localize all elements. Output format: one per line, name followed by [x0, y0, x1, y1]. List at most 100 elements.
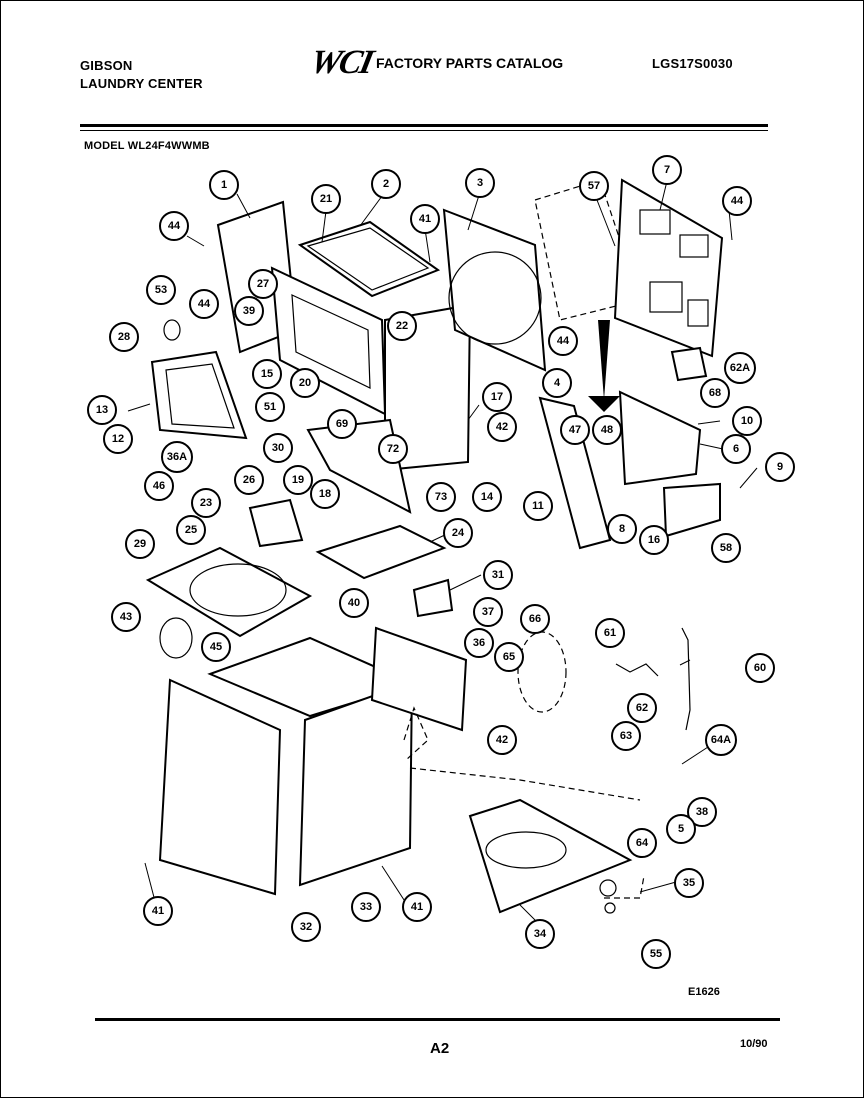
callout-41-b: 41 — [143, 896, 173, 926]
svg-text:7: 7 — [664, 164, 670, 176]
callout-44-b: 44 — [159, 211, 189, 241]
svg-text:1: 1 — [221, 179, 227, 191]
callout-32: 32 — [291, 912, 321, 942]
svg-text:44: 44 — [168, 220, 181, 232]
callout-61: 61 — [595, 618, 625, 648]
callout-27: 27 — [248, 269, 278, 299]
callout-7: 7 — [652, 155, 682, 185]
svg-text:22: 22 — [396, 320, 408, 332]
svg-text:30: 30 — [272, 442, 284, 454]
svg-text:39: 39 — [243, 305, 255, 317]
callout-10: 10 — [732, 406, 762, 436]
callout-8: 8 — [607, 514, 637, 544]
callout-2: 2 — [371, 169, 401, 199]
header-rule-thick — [80, 124, 768, 127]
callout-39: 39 — [234, 296, 264, 326]
callout-42-a: 42 — [487, 412, 517, 442]
catalog-title: FACTORY PARTS CATALOG — [376, 55, 564, 71]
svg-text:33: 33 — [360, 901, 372, 913]
callout-44-a: 44 — [722, 186, 752, 216]
svg-text:69: 69 — [336, 418, 348, 430]
svg-text:27: 27 — [257, 278, 269, 290]
svg-text:24: 24 — [452, 527, 465, 539]
callout-40: 40 — [339, 588, 369, 618]
svg-text:26: 26 — [243, 474, 255, 486]
callout-15: 15 — [252, 359, 282, 389]
callout-63: 63 — [611, 721, 641, 751]
callout-69: 69 — [327, 409, 357, 439]
svg-text:29: 29 — [134, 538, 146, 550]
svg-text:37: 37 — [482, 606, 494, 618]
svg-text:13: 13 — [96, 404, 108, 416]
svg-text:45: 45 — [210, 641, 222, 653]
callout-24: 24 — [443, 518, 473, 548]
svg-text:9: 9 — [777, 461, 783, 473]
callout-37: 37 — [473, 597, 503, 627]
svg-text:10: 10 — [741, 415, 753, 427]
callout-bubbles: 1 21 2 3 57 7 44 44 41 27 53 44 39 22 28… — [87, 155, 795, 969]
svg-text:41: 41 — [411, 901, 423, 913]
svg-text:4: 4 — [554, 377, 561, 389]
callout-47: 47 — [560, 415, 590, 445]
callout-17: 17 — [482, 382, 512, 412]
header-rule-thin — [80, 130, 768, 131]
callout-36: 36 — [464, 628, 494, 658]
catalog-number: LGS17S0030 — [652, 56, 733, 71]
svg-text:36A: 36A — [167, 451, 187, 463]
svg-text:62A: 62A — [730, 362, 750, 374]
callout-33: 33 — [351, 892, 381, 922]
callout-45: 45 — [201, 632, 231, 662]
callout-23: 23 — [191, 488, 221, 518]
svg-text:46: 46 — [153, 480, 165, 492]
callout-41-a: 41 — [410, 204, 440, 234]
callout-64a: 64A — [705, 724, 737, 756]
svg-text:12: 12 — [112, 433, 124, 445]
svg-text:32: 32 — [300, 921, 312, 933]
callout-72: 72 — [378, 434, 408, 464]
svg-text:57: 57 — [588, 180, 600, 192]
svg-text:5: 5 — [678, 823, 684, 835]
svg-text:41: 41 — [419, 213, 431, 225]
svg-text:62: 62 — [636, 702, 648, 714]
callout-55: 55 — [641, 939, 671, 969]
svg-text:55: 55 — [650, 948, 662, 960]
svg-text:14: 14 — [481, 491, 494, 503]
callout-65: 65 — [494, 642, 524, 672]
svg-text:42: 42 — [496, 734, 508, 746]
callout-11: 11 — [523, 491, 553, 521]
callout-73: 73 — [426, 482, 456, 512]
brand-name: GIBSON — [80, 58, 133, 73]
callout-62a: 62A — [724, 352, 756, 384]
svg-text:64A: 64A — [711, 734, 731, 746]
model-label: MODEL WL24F4WWMB — [84, 140, 210, 152]
callout-36a: 36A — [161, 441, 193, 473]
callout-31: 31 — [483, 560, 513, 590]
svg-text:19: 19 — [292, 474, 304, 486]
svg-text:28: 28 — [118, 331, 130, 343]
svg-text:48: 48 — [601, 424, 613, 436]
catalog-date: 10/90 — [740, 1038, 768, 1050]
callout-26: 26 — [234, 465, 264, 495]
footer-rule — [95, 1018, 780, 1021]
callout-41-c: 41 — [402, 892, 432, 922]
callout-16: 16 — [639, 525, 669, 555]
svg-text:31: 31 — [492, 569, 504, 581]
svg-text:40: 40 — [348, 597, 360, 609]
svg-text:15: 15 — [261, 368, 273, 380]
callout-19: 19 — [283, 465, 313, 495]
svg-text:16: 16 — [648, 534, 660, 546]
product-name: LAUNDRY CENTER — [80, 76, 203, 91]
callout-21: 21 — [311, 184, 341, 214]
callout-3: 3 — [465, 168, 495, 198]
callout-13: 13 — [87, 395, 117, 425]
svg-text:42: 42 — [496, 421, 508, 433]
callout-66: 66 — [520, 604, 550, 634]
svg-text:68: 68 — [709, 387, 721, 399]
svg-text:58: 58 — [720, 542, 732, 554]
svg-text:51: 51 — [264, 401, 276, 413]
callout-38: 38 — [687, 797, 717, 827]
callout-68: 68 — [700, 378, 730, 408]
page-number: A2 — [430, 1040, 450, 1057]
svg-text:64: 64 — [636, 837, 649, 849]
callout-46: 46 — [144, 471, 174, 501]
